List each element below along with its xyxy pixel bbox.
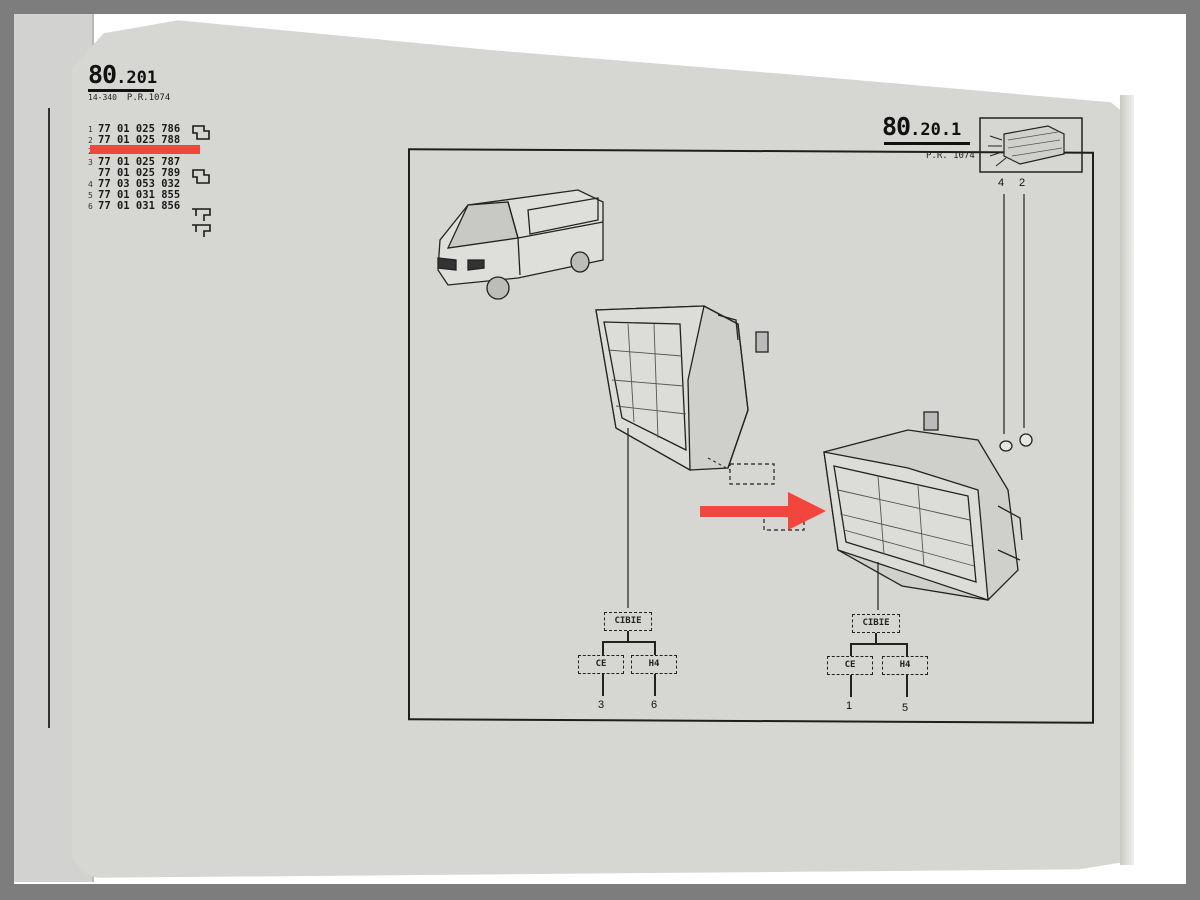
- callout-2: 2: [1019, 177, 1026, 189]
- page-subcode: 14-340 P.R.1074: [88, 93, 170, 103]
- part-number: 77 01 025 787: [98, 156, 181, 168]
- list-item: 77 01 025 789: [88, 168, 180, 179]
- right-lamp-variant-ce: CE: [827, 656, 873, 675]
- bracket-icon: [192, 208, 211, 221]
- page-number-sub: .201: [116, 68, 158, 88]
- part-number: 77 01 025 786: [98, 123, 181, 135]
- right-lamp-brand-box: CIBIE: [852, 614, 900, 633]
- connector-line: [906, 643, 908, 656]
- page-number-main: 80: [88, 60, 117, 89]
- page-pr-label: P.R.1074: [126, 93, 171, 103]
- headlamp-left-icon: [192, 125, 210, 140]
- connector-line: [602, 641, 604, 655]
- diagram-ref-number: 80.20.1: [882, 112, 961, 141]
- part-number: 77 01 031 856: [98, 200, 181, 212]
- bracket-icon: [192, 224, 211, 237]
- previous-page-table: [18, 108, 50, 728]
- headlamp-right-icon: [192, 169, 210, 184]
- connector-line: [850, 643, 852, 656]
- page-number-underline: [88, 89, 154, 92]
- highlight-bar: [90, 145, 200, 154]
- connector-line: [850, 643, 906, 645]
- right-headlamp-illustration: [823, 411, 1033, 601]
- connector-line: [602, 641, 654, 643]
- red-arrow-icon: [700, 492, 826, 530]
- connector-line: [654, 641, 656, 655]
- diagram-ref-sub: .20.1: [910, 120, 962, 140]
- left-headlamp-illustration: [595, 305, 769, 472]
- diagram-illustration: [437, 117, 1083, 610]
- connector-line: [875, 633, 877, 643]
- callout-5: 5: [902, 702, 909, 714]
- left-lamp-variant-ce: CE: [578, 655, 624, 674]
- left-lamp-brand-box: CIBIE: [604, 612, 652, 631]
- connector-line: [627, 631, 629, 641]
- page-code-small: 14-340: [88, 93, 117, 102]
- part-number: 77 01 031 855: [98, 189, 181, 201]
- callout-6: 6: [651, 699, 658, 711]
- diagram-ref-underline: [884, 142, 970, 145]
- page-stack-edge: [1120, 95, 1134, 865]
- connector-line: [906, 675, 908, 697]
- right-lamp-variant-h4: H4: [882, 656, 928, 675]
- connector-line: [602, 674, 604, 696]
- connector-line: [654, 674, 656, 696]
- part-number: 77 01 025 789: [98, 167, 181, 179]
- part-number: 77 01 025 788: [98, 134, 181, 146]
- callout-3: 3: [598, 699, 605, 711]
- callout-4: 4: [998, 177, 1005, 189]
- parts-list: 177 01 025 786 277 01 025 788 279 03 032…: [88, 124, 180, 212]
- callout-1: 1: [846, 700, 853, 712]
- connector-box: [729, 463, 775, 485]
- part-number: 77 03 053 032: [98, 178, 181, 190]
- connector-line: [850, 675, 852, 697]
- van-illustration: [437, 189, 604, 300]
- diagram-ref-main: 80: [882, 112, 911, 141]
- diagram-pr-label: P.R. 1074: [926, 151, 975, 161]
- page-number: 80.201: [88, 60, 157, 89]
- headlamp-thumbnail-icon: [979, 117, 1083, 173]
- left-lamp-variant-h4: H4: [631, 655, 677, 674]
